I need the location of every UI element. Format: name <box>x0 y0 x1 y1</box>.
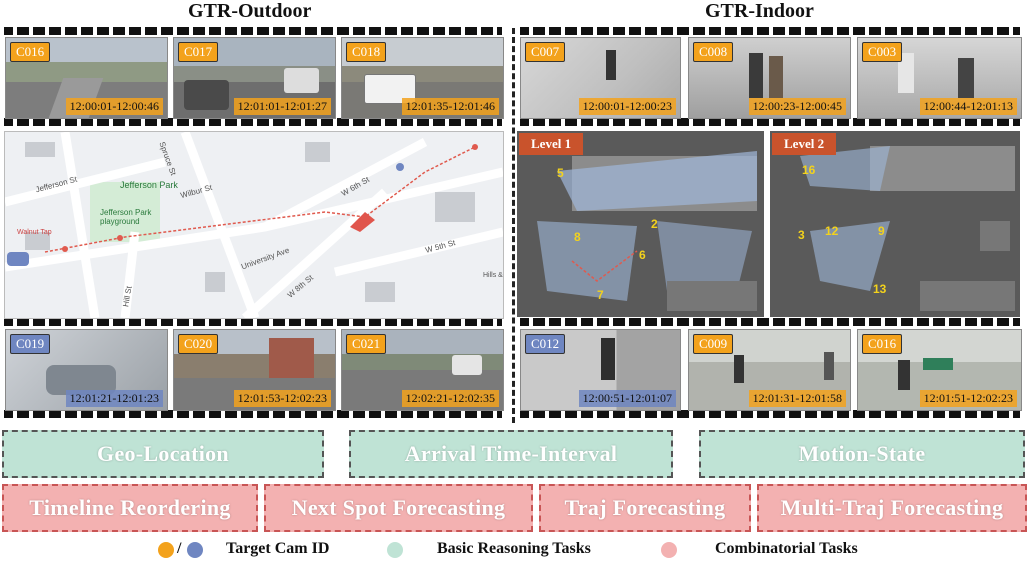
title-indoor: GTR-Indoor <box>705 0 814 22</box>
task-geo-location: Geo-Location <box>2 430 324 478</box>
time-range: 12:01:01-12:01:27 <box>233 98 331 115</box>
task-timeline-reordering: Timeline Reordering <box>2 484 258 532</box>
camera-frame-c008: C008 12:00:23-12:00:45 <box>688 37 851 119</box>
task-arrival-time-interval: Arrival Time-Interval <box>349 430 673 478</box>
camera-number: 13 <box>873 282 887 296</box>
section-divider <box>512 28 515 423</box>
camera-frame-c017: C017 12:01:01-12:01:27 <box>173 37 336 119</box>
time-range: 12:01:31-12:01:58 <box>748 390 846 407</box>
camera-number: 8 <box>574 230 581 244</box>
film-strip <box>4 318 502 326</box>
cam-id-badge: C019 <box>10 334 51 354</box>
map-label-park: Jefferson Park <box>120 180 178 190</box>
camera-frame-c020: C020 12:01:53-12:02:23 <box>173 329 336 411</box>
cam-id-badge: C009 <box>693 334 734 354</box>
film-strip <box>520 318 1020 326</box>
camera-number: 16 <box>802 163 816 177</box>
film-strip <box>520 410 1020 418</box>
task-traj-forecasting: Traj Forecasting <box>539 484 751 532</box>
time-range: 12:00:01-12:00:23 <box>578 98 676 115</box>
film-strip <box>520 27 1020 35</box>
time-range: 12:01:35-12:01:46 <box>401 98 499 115</box>
title-outdoor: GTR-Outdoor <box>188 0 312 22</box>
cam-id-badge: C021 <box>346 334 387 354</box>
camera-frame-c021: C021 12:02:21-12:02:35 <box>341 329 504 411</box>
legend-basic-reasoning: Basic Reasoning Tasks <box>437 540 591 557</box>
legend-combinatorial: Combinatorial Tasks <box>715 540 858 557</box>
cam-id-badge: C018 <box>346 42 387 62</box>
blue-dot-icon <box>187 542 203 558</box>
cam-id-badge: C012 <box>525 334 566 354</box>
camera-frame-c016: C016 12:00:01-12:00:46 <box>5 37 168 119</box>
film-strip <box>4 410 502 418</box>
film-strip <box>520 118 1020 126</box>
orange-dot-icon <box>158 542 174 558</box>
level-1-label: Level 1 <box>519 133 584 155</box>
film-strip <box>4 118 502 126</box>
camera-frame-c019: C019 12:01:21-12:01:23 <box>5 329 168 411</box>
cam-id-badge: C007 <box>525 42 566 62</box>
cam-id-badge: C008 <box>693 42 734 62</box>
camera-number: 9 <box>878 224 885 238</box>
floor-plan-graphic <box>517 131 764 317</box>
task-motion-state: Motion-State <box>699 430 1025 478</box>
task-next-spot-forecasting: Next Spot Forecasting <box>264 484 533 532</box>
time-range: 12:02:21-12:02:35 <box>401 390 499 407</box>
time-range: 12:01:53-12:02:23 <box>233 390 331 407</box>
map-label-playground: Jefferson Park playground <box>100 208 152 226</box>
street-map: Jefferson Park Jefferson Park playground… <box>4 131 504 319</box>
floor-plan-level-1: Level 1 5 2 8 6 7 <box>517 131 764 317</box>
camera-number: 3 <box>798 228 805 242</box>
camera-number: 7 <box>597 288 604 302</box>
camera-number: 6 <box>639 248 646 262</box>
legend: / Target Cam ID Basic Reasoning Tasks Co… <box>0 540 1028 560</box>
time-range: 12:00:44-12:01:13 <box>919 98 1017 115</box>
time-range: 12:01:51-12:02:23 <box>919 390 1017 407</box>
camera-number: 5 <box>557 166 564 180</box>
legend-target-cam-id: Target Cam ID <box>226 540 330 557</box>
cam-id-badge: C020 <box>178 334 219 354</box>
camera-frame-c003: C003 12:00:44-12:01:13 <box>857 37 1022 119</box>
time-range: 12:01:21-12:01:23 <box>65 390 163 407</box>
camera-frame-c016-indoor: C016 12:01:51-12:02:23 <box>857 329 1022 411</box>
cam-id-badge: C016 <box>10 42 51 62</box>
floor-plan-level-2: Level 2 16 3 12 9 13 <box>770 131 1020 317</box>
camera-frame-c018: C018 12:01:35-12:01:46 <box>341 37 504 119</box>
time-range: 12:00:01-12:00:46 <box>65 98 163 115</box>
task-multi-traj-forecasting: Multi-Traj Forecasting <box>757 484 1027 532</box>
camera-frame-c007: C007 12:00:01-12:00:23 <box>520 37 681 119</box>
film-strip <box>4 27 502 35</box>
level-2-label: Level 2 <box>772 133 837 155</box>
map-graphic <box>5 132 503 318</box>
camera-number: 2 <box>651 217 658 231</box>
map-label-hills: Hills & <box>483 272 503 279</box>
cam-id-badge: C003 <box>862 42 903 62</box>
map-label-walnut: Walnut Tap <box>17 229 52 236</box>
cam-id-badge: C017 <box>178 42 219 62</box>
green-dot-icon <box>387 542 403 558</box>
floor-plan-graphic <box>770 131 1020 317</box>
time-range: 12:00:23-12:00:45 <box>748 98 846 115</box>
time-range: 12:00:51-12:01:07 <box>578 390 676 407</box>
legend-slash: / <box>177 540 182 557</box>
pink-dot-icon <box>661 542 677 558</box>
cam-id-badge: C016 <box>862 334 903 354</box>
camera-frame-c012: C012 12:00:51-12:01:07 <box>520 329 681 411</box>
camera-frame-c009: C009 12:01:31-12:01:58 <box>688 329 851 411</box>
camera-number: 12 <box>825 224 839 238</box>
